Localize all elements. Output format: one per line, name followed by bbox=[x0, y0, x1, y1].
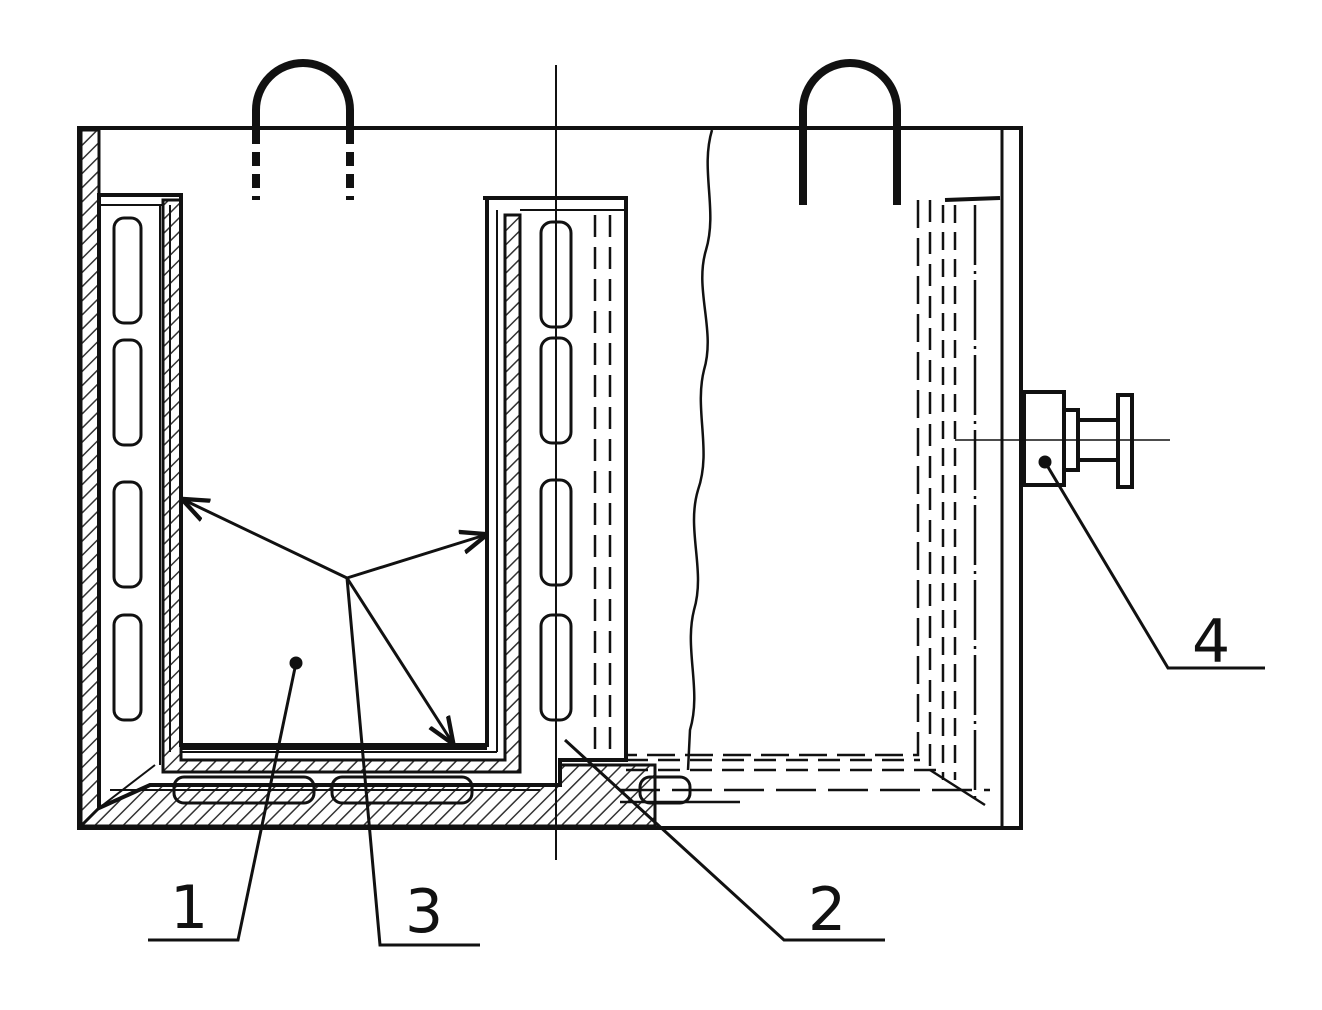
arrow-3-bottom bbox=[345, 577, 452, 742]
leader-1 bbox=[148, 662, 298, 942]
callout-label-4: 4 bbox=[1192, 607, 1230, 677]
side-fitting bbox=[1022, 390, 1134, 489]
partition-dashed-lining bbox=[593, 215, 990, 804]
break-line bbox=[686, 129, 714, 771]
heater-slots-left bbox=[112, 216, 143, 722]
heating-jacket bbox=[97, 193, 628, 812]
leader-2 bbox=[563, 738, 885, 942]
housing-outline bbox=[77, 126, 1023, 830]
arrow-3-right bbox=[346, 535, 485, 580]
leader-4 bbox=[1043, 461, 1265, 670]
leader-3 bbox=[345, 577, 480, 947]
callout-label-3: 3 bbox=[405, 877, 443, 947]
lifting-handle-left bbox=[252, 59, 354, 205]
right-chamber-contours bbox=[628, 196, 1001, 807]
leader-lines bbox=[148, 455, 1265, 947]
outer-housing bbox=[77, 126, 1023, 830]
arrow-3-left bbox=[184, 500, 348, 580]
callout-label-2: 2 bbox=[808, 875, 846, 945]
callout-label-1: 1 bbox=[170, 873, 208, 943]
lifting-handle-right bbox=[799, 59, 901, 205]
